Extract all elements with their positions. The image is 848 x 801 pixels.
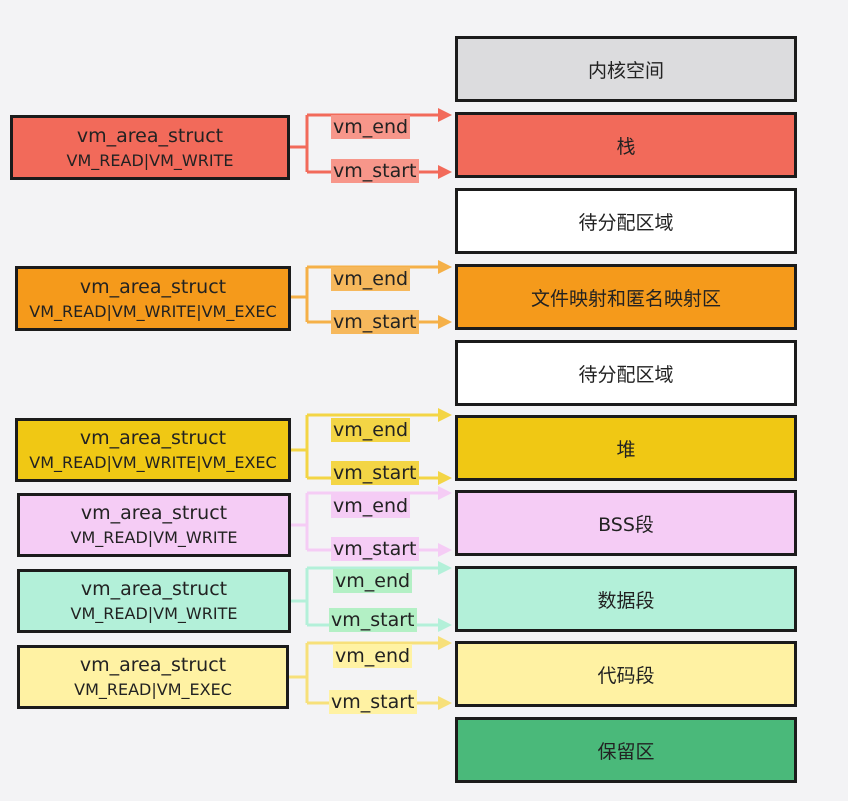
vm-end-arrow [438, 561, 452, 575]
segment-label: 数据段 [597, 589, 655, 612]
segment-label: 代码段 [597, 664, 655, 687]
segment-heap: 堆 [455, 415, 797, 481]
segment-label: 待分配区域 [578, 363, 674, 386]
segment-label: 内核空间 [587, 59, 664, 82]
connector-line [290, 113, 440, 174]
vm-start-arrow [438, 165, 452, 179]
segment-label: 保留区 [597, 740, 655, 763]
vma-perms: VM_READ|VM_WRITE [66, 150, 234, 170]
segment-unallocated-1: 待分配区域 [455, 188, 797, 254]
segment-label: BSS段 [598, 513, 654, 536]
vm-end-label: vm_end [333, 644, 413, 668]
vm-end-arrow [438, 108, 452, 122]
segment-unallocated-2: 待分配区域 [455, 340, 797, 406]
segment-code: 代码段 [455, 641, 797, 707]
vm-end-label: vm_end [331, 267, 411, 291]
vm-end-label: vm_end [331, 494, 411, 518]
connector-line [291, 413, 440, 480]
vm-start-label: vm_start [331, 310, 419, 334]
vm-start-label: vm_start [331, 537, 419, 561]
vma-title: vm_area_struct [79, 427, 227, 450]
vma-box-bss: vm_area_struct VM_READ|VM_WRITE [17, 493, 291, 557]
vm-start-arrow [438, 471, 452, 485]
segment-reserved: 保留区 [455, 717, 797, 783]
vma-box-mmap: vm_area_struct VM_READ|VM_WRITE|VM_EXEC [15, 266, 291, 331]
vma-box-heap: vm_area_struct VM_READ|VM_WRITE|VM_EXEC [15, 418, 291, 482]
segment-stack: 栈 [455, 112, 797, 178]
vm-start-arrow [438, 696, 452, 710]
vm-end-arrow [438, 260, 452, 274]
vma-box-stack: vm_area_struct VM_READ|VM_WRITE [10, 115, 290, 180]
vma-box-code: vm_area_struct VM_READ|VM_EXEC [17, 645, 289, 709]
vm-start-label: vm_start [329, 690, 417, 714]
segment-bss: BSS段 [455, 490, 797, 556]
vma-perms: VM_READ|VM_WRITE [70, 528, 238, 548]
segment-label: 待分配区域 [578, 211, 674, 234]
segment-label: 堆 [616, 438, 636, 461]
segment-mmap: 文件映射和匿名映射区 [455, 264, 797, 330]
vm-end-label: vm_end [331, 115, 411, 139]
vma-title: vm_area_struct [80, 578, 228, 601]
vm-start-label: vm_start [331, 159, 419, 183]
segment-label: 栈 [616, 135, 636, 158]
vma-title: vm_area_struct [79, 275, 227, 298]
vm-end-arrow [438, 408, 452, 422]
vm-end-label: vm_end [333, 569, 413, 593]
connector-line [291, 566, 440, 627]
connector-line [289, 641, 440, 705]
connector-line [291, 265, 440, 324]
vma-title: vm_area_struct [79, 654, 227, 677]
segment-kernel-space: 内核空间 [455, 36, 797, 102]
vma-box-data: vm_area_struct VM_READ|VM_WRITE [17, 569, 291, 633]
vma-perms: VM_READ|VM_WRITE|VM_EXEC [29, 453, 277, 473]
vm-start-arrow [438, 543, 452, 557]
vma-perms: VM_READ|VM_WRITE [70, 604, 238, 624]
segment-data: 数据段 [455, 566, 797, 632]
vm-start-label: vm_start [329, 608, 417, 632]
vma-title: vm_area_struct [80, 502, 228, 525]
vm-end-arrow [438, 486, 452, 500]
vm-start-label: vm_start [331, 461, 419, 485]
segment-label: 文件映射和匿名映射区 [530, 287, 721, 310]
vm-end-arrow [438, 636, 452, 650]
vm-end-label: vm_end [331, 418, 411, 442]
vma-title: vm_area_struct [76, 124, 224, 147]
vm-start-arrow [438, 315, 452, 329]
vm-start-arrow [438, 618, 452, 632]
vma-perms: VM_READ|VM_EXEC [74, 680, 232, 700]
connector-line [291, 491, 440, 552]
vma-perms: VM_READ|VM_WRITE|VM_EXEC [29, 301, 277, 321]
